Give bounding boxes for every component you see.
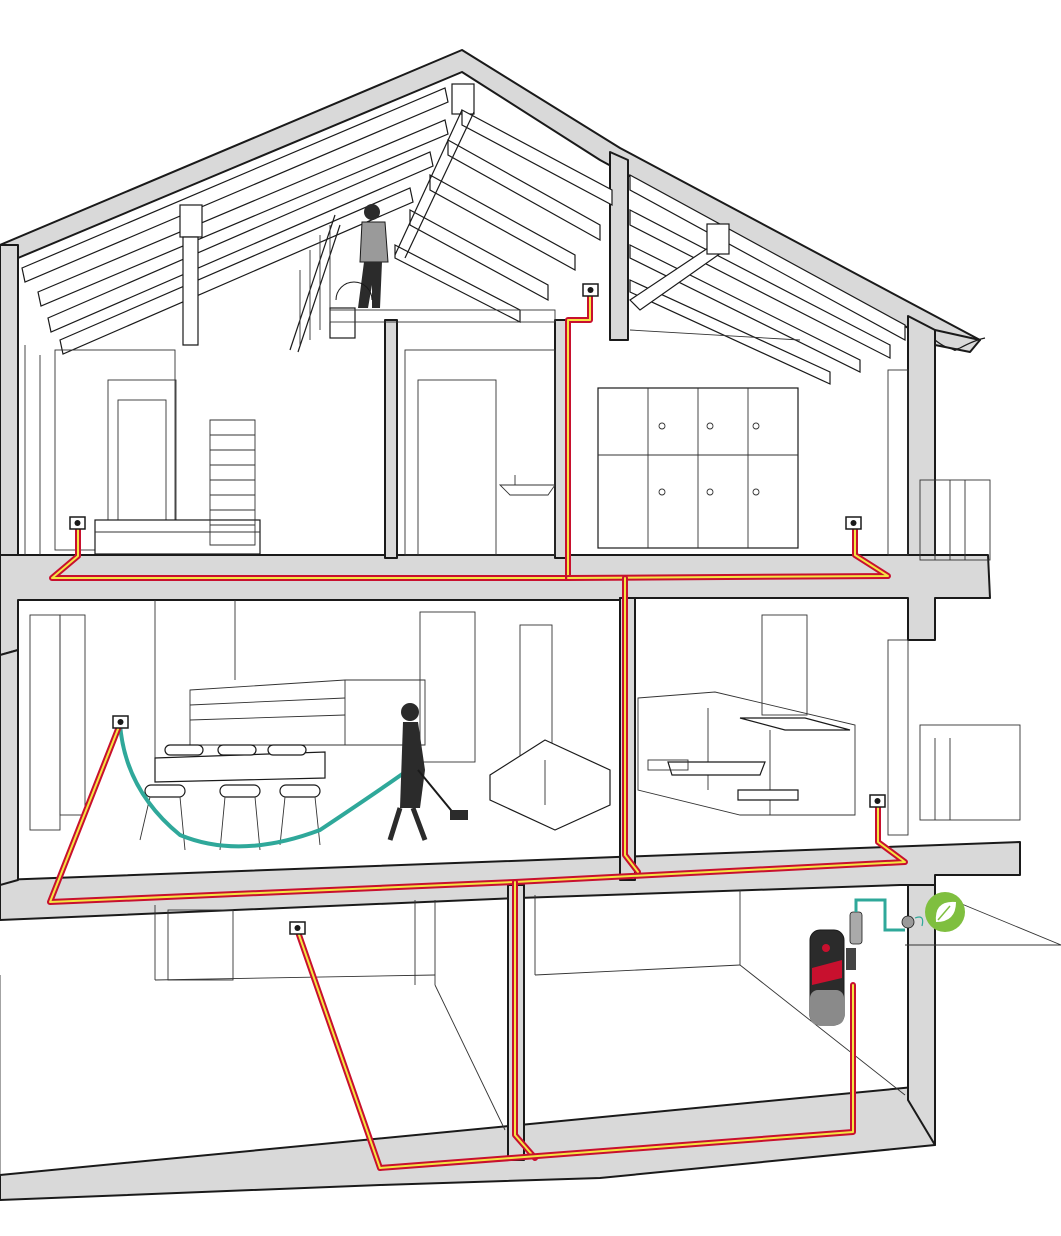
kitchen [637,614,1021,836]
inlet-icon [845,516,862,530]
pipe-network [47,292,908,1171]
left-rafters [21,83,475,355]
person-attic-icon [335,204,389,308]
gutter [934,337,986,350]
flexible-hose [118,722,410,849]
inlet-icon [289,921,306,935]
inlet-icon [69,516,86,530]
attic-bathroom [404,349,556,556]
attic-bedroom [24,214,556,555]
leaf-icon [925,892,965,932]
floor-slabs [0,319,1021,1201]
inlet-icon [869,794,886,808]
exhaust-icon [901,915,924,929]
ground-floor-living [29,600,611,851]
pipe-attic-riser [565,292,593,581]
right-rafters [629,173,906,385]
wall-inlets [69,283,886,935]
vacuum-unit-icon [809,898,905,1026]
inlet-icon [112,715,129,729]
person-vacuuming-icon [387,703,468,841]
peak-rafters [394,109,613,323]
basement [0,890,1061,1175]
inlet-icon [582,283,599,297]
attic-wardrobe [597,369,991,561]
staircase [209,214,341,546]
